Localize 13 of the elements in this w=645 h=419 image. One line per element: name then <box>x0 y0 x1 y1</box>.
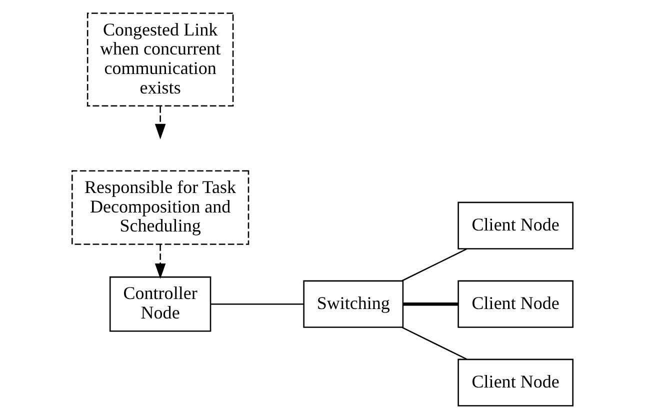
arrow <box>154 106 166 140</box>
node-box: Controller Node <box>109 276 212 332</box>
arrow <box>154 244 166 279</box>
node-box: Client Node <box>458 280 574 328</box>
connector <box>403 302 458 306</box>
connector <box>402 248 468 282</box>
node-box: Congested Link when concurrent communication exists <box>86 12 234 107</box>
node-box: Client Node <box>458 202 574 250</box>
node-box: Client Node <box>458 358 574 406</box>
connector <box>210 303 304 305</box>
connector <box>402 326 468 360</box>
node-box: Switching <box>303 280 404 328</box>
node-box: Responsible for Task Decomposition and Scheduling <box>72 170 250 245</box>
